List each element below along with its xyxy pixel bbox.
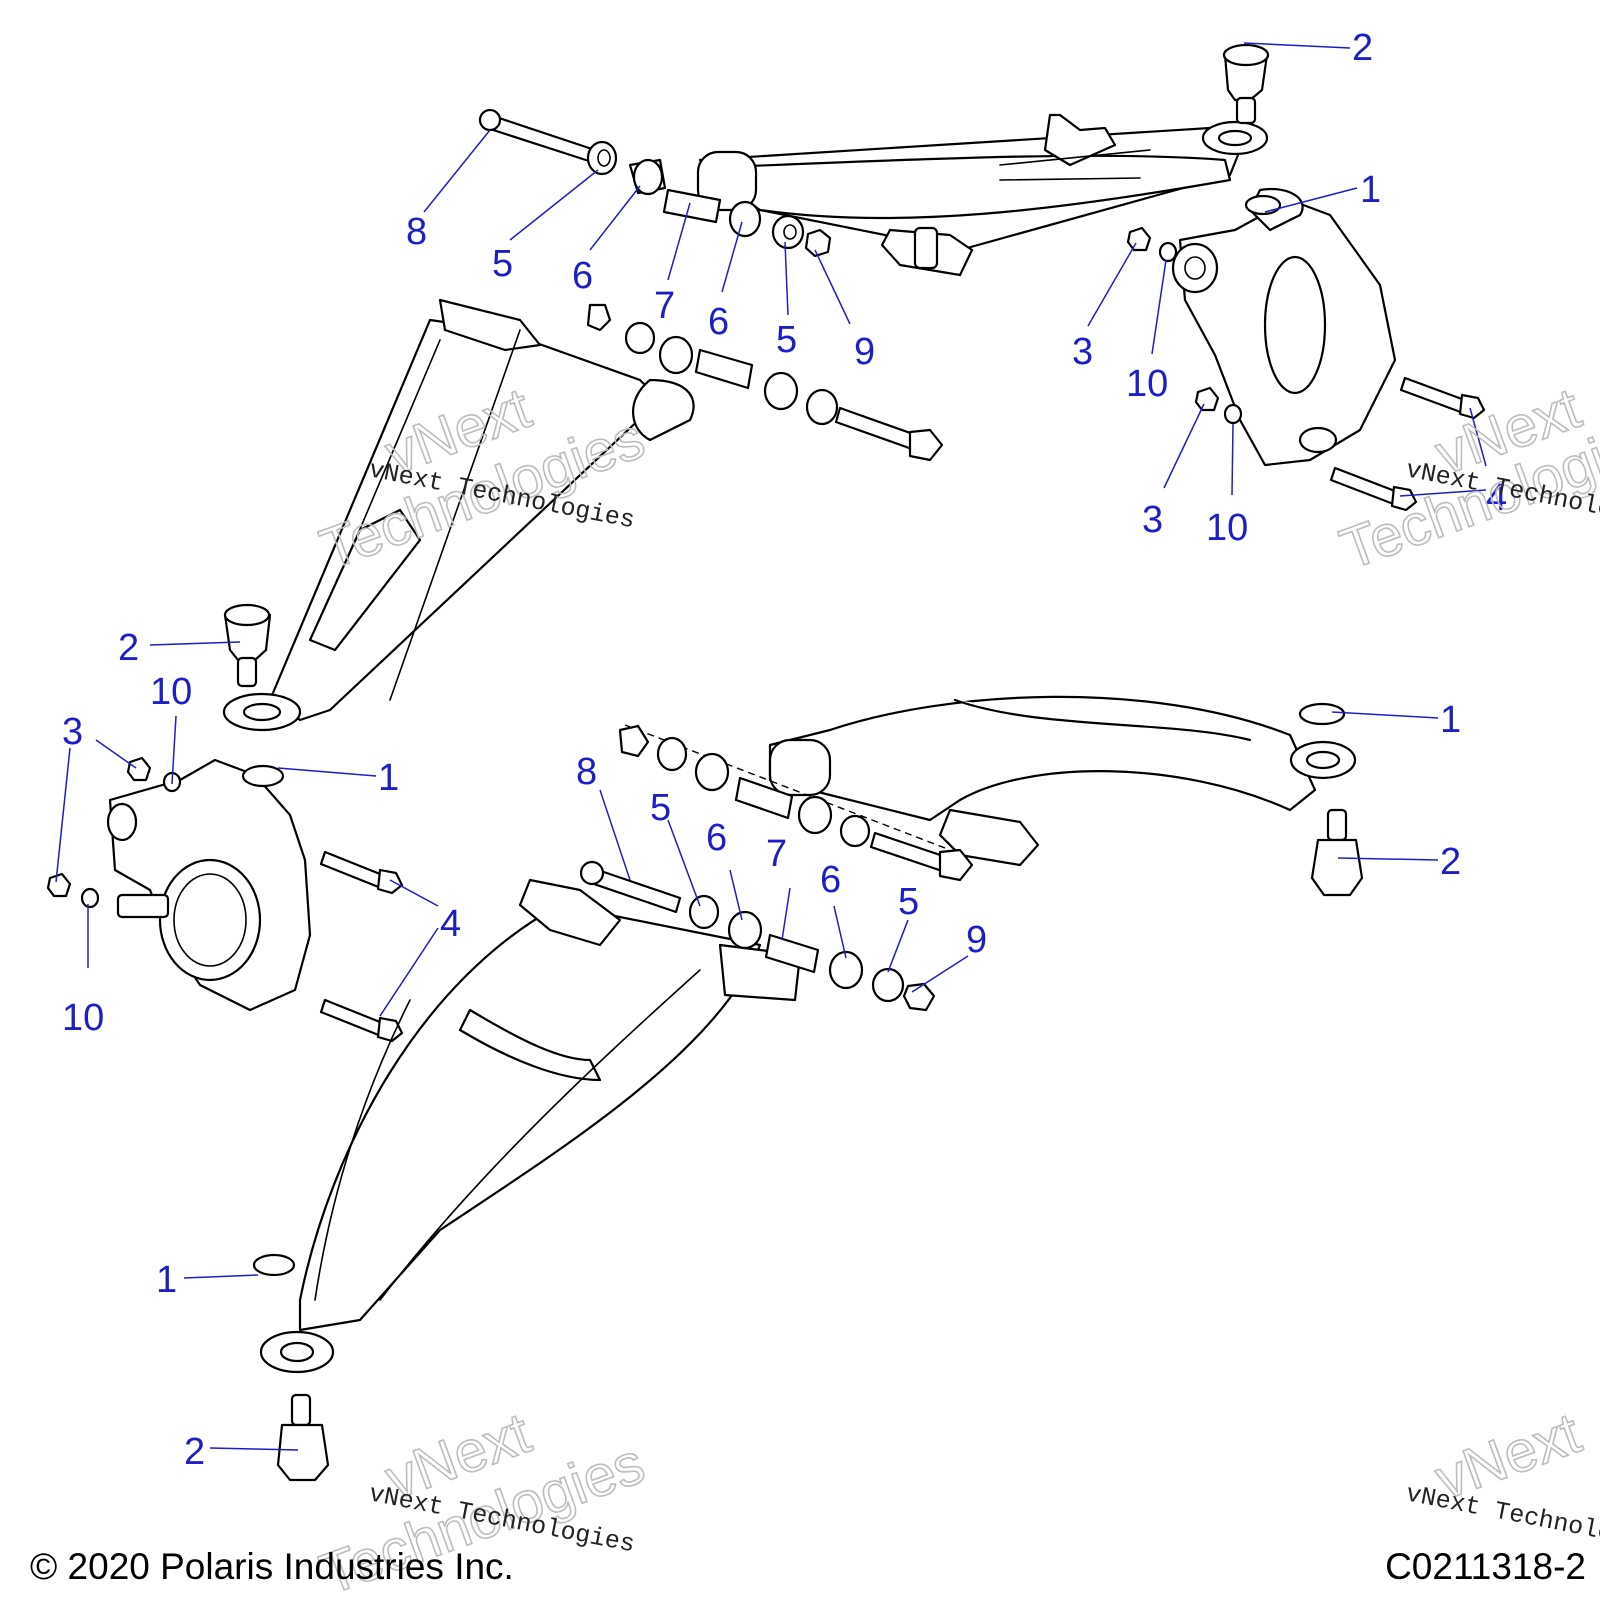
knuckle-hardware-right	[1126, 226, 1486, 512]
lower-a-arm-front	[259, 878, 802, 1374]
spindle-knuckle-left	[106, 758, 312, 1012]
callout-ball-joint: 2	[1440, 841, 1461, 883]
callout-numbers: 2 1 8 5 6 7 6 5 9 3 10 3 10 4 2 10 3 1 1…	[62, 27, 1507, 1473]
upper-a-arm-top	[696, 113, 1269, 277]
retaining-ring-lower-right	[1298, 702, 1346, 726]
watermark-right-bottom: vNext vNext Technologies	[1403, 1400, 1600, 1560]
callout-retaining-ring: 1	[1440, 699, 1461, 741]
callout-ball-joint: 2	[1352, 27, 1373, 69]
callout-bolt: 8	[406, 211, 427, 253]
callout-bushing: 6	[708, 301, 729, 343]
callout-retaining-ring: 1	[378, 757, 399, 799]
copyright-notice: © 2020 Polaris Industries Inc.	[30, 1546, 514, 1587]
upper-arm-hardware-top	[478, 108, 832, 258]
upper-a-arm-left	[222, 298, 695, 732]
callout-lock-washer: 10	[62, 997, 104, 1039]
callout-bolt: 8	[576, 751, 597, 793]
ball-joint-top-right	[1222, 43, 1270, 125]
retaining-ring-right	[1244, 194, 1282, 216]
callout-retaining-ring: 1	[156, 1259, 177, 1301]
callout-lock-washer: 10	[1206, 507, 1248, 549]
callout-washer: 5	[776, 319, 797, 361]
lower-arm-hardware-front	[579, 860, 936, 1012]
callout-jam-nut: 3	[1072, 331, 1093, 373]
callout-sleeve: 7	[654, 285, 675, 327]
callout-washer: 5	[898, 881, 919, 923]
ball-joint-right-lower	[1310, 808, 1364, 897]
knuckle-hardware-left	[46, 756, 404, 1043]
callout-retaining-ring: 1	[1360, 169, 1381, 211]
callout-washer: 5	[650, 787, 671, 829]
callout-leaders	[55, 42, 1487, 1451]
callout-nut: 9	[966, 919, 987, 961]
ball-joint-bottom-left	[276, 1393, 330, 1482]
callout-bushing: 6	[572, 255, 593, 297]
figure-id: C0211318-2	[1385, 1546, 1586, 1587]
callout-sleeve: 7	[766, 833, 787, 875]
spindle-knuckle-right	[1171, 187, 1397, 467]
callout-knuckle-bolt: 4	[440, 903, 461, 945]
callout-ball-joint: 2	[118, 627, 139, 669]
callout-lock-washer: 10	[1126, 363, 1168, 405]
upper-arm-hardware-middle	[586, 303, 944, 462]
callout-jam-nut: 3	[62, 711, 83, 753]
callout-ball-joint: 2	[184, 1431, 205, 1473]
lower-arm-hardware-right	[618, 724, 974, 882]
callout-knuckle-bolt: 4	[1486, 477, 1507, 519]
lower-a-arm-right	[768, 695, 1357, 867]
retaining-ring-left	[241, 764, 285, 788]
retaining-ring-bottom	[252, 1253, 296, 1277]
callout-jam-nut: 3	[1142, 499, 1163, 541]
ball-joint-left-upper	[223, 603, 272, 688]
callout-bushing: 6	[820, 859, 841, 901]
callout-lock-washer: 10	[150, 671, 192, 713]
callout-washer: 5	[492, 243, 513, 285]
callout-bushing: 6	[706, 817, 727, 859]
callout-nut: 9	[854, 331, 875, 373]
